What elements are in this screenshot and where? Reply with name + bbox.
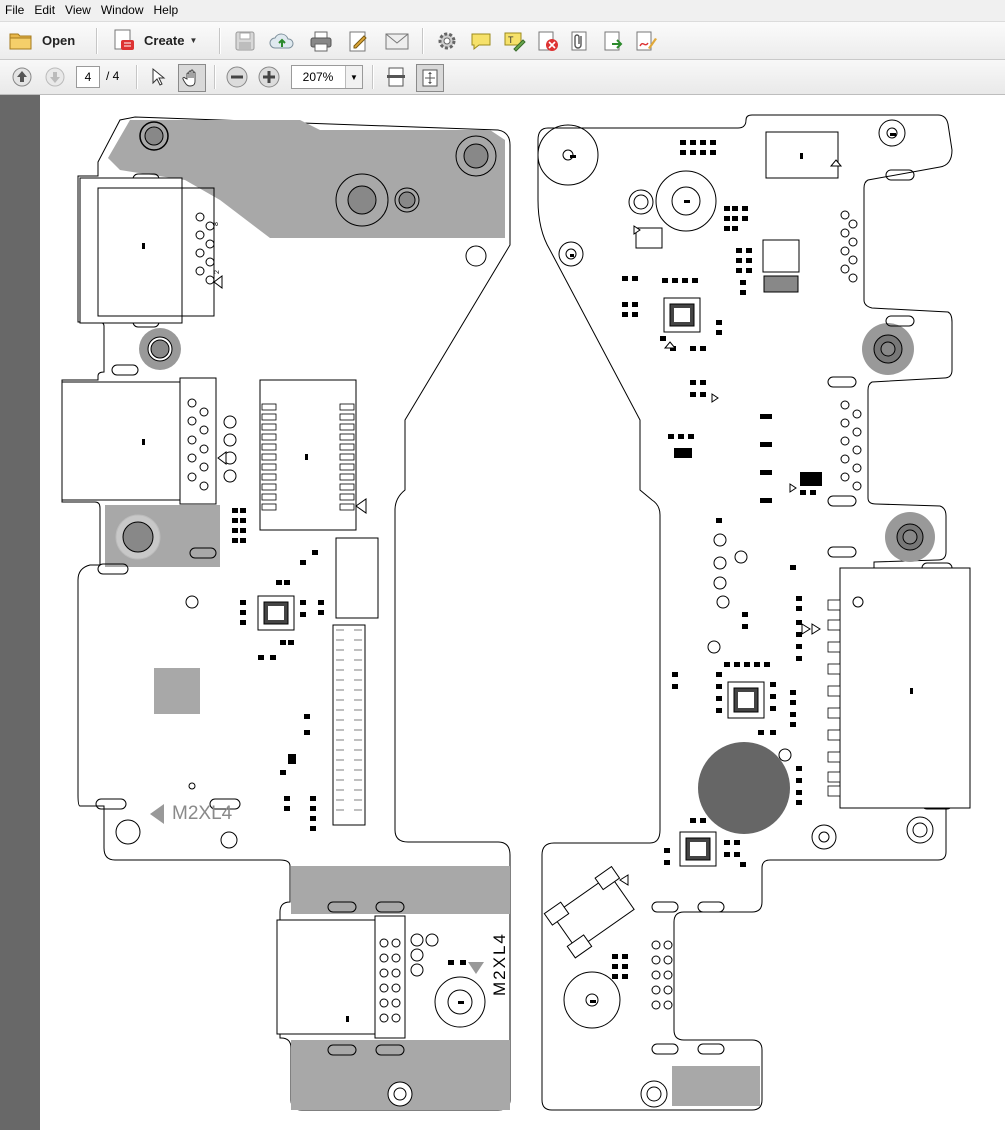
highlight-icon[interactable]: T xyxy=(502,30,526,52)
page-number-input[interactable]: 4 xyxy=(76,66,100,88)
attach-icon[interactable] xyxy=(569,30,593,52)
sign-icon[interactable] xyxy=(634,30,658,52)
menu-bar: File Edit View Window Help xyxy=(0,0,1005,22)
pcb-drawing: M2XL4 M2XL4 8 2 xyxy=(61,114,971,1111)
document-page[interactable]: M2XL4 M2XL4 8 2 xyxy=(40,95,1005,1130)
create-dropdown-icon: ▼ xyxy=(189,35,198,45)
page-total: / 4 xyxy=(106,69,120,83)
open-label: Open xyxy=(42,32,76,48)
fit-page-button[interactable] xyxy=(416,64,444,92)
zoom-value: 207% xyxy=(302,70,334,84)
main-toolbar: Open Create ▼ T xyxy=(0,22,1005,60)
smd-pads xyxy=(232,140,822,979)
board-markers xyxy=(150,804,484,974)
edit-icon[interactable] xyxy=(347,30,371,52)
open-button[interactable]: Open xyxy=(8,28,75,52)
fit-page-icon xyxy=(422,69,438,87)
folder-icon xyxy=(9,33,32,50)
navigation-toolbar xyxy=(0,60,1005,95)
print-icon[interactable] xyxy=(309,30,333,52)
comment-icon[interactable] xyxy=(469,30,493,52)
menu-file[interactable]: File xyxy=(5,3,25,17)
previous-page-icon[interactable] xyxy=(11,66,33,88)
export-icon[interactable] xyxy=(602,30,626,52)
zoom-dropdown-icon[interactable]: ▼ xyxy=(345,66,362,88)
menu-view[interactable]: View xyxy=(65,3,91,17)
fit-width-icon[interactable] xyxy=(384,65,408,89)
menu-help[interactable]: Help xyxy=(153,3,179,17)
create-pdf-icon xyxy=(114,29,134,50)
cloud-upload-icon[interactable] xyxy=(269,30,295,52)
hand-tool-button[interactable] xyxy=(178,64,206,92)
gear-icon[interactable] xyxy=(436,30,458,52)
create-button[interactable]: Create ▼ xyxy=(112,28,197,52)
navigation-pane[interactable] xyxy=(0,95,40,1130)
delete-icon[interactable] xyxy=(536,30,560,52)
zoom-out-icon[interactable] xyxy=(225,65,249,89)
board-label-bottom: M2XL4 xyxy=(490,932,509,996)
pin-label-8: 8 xyxy=(213,222,220,226)
zoom-in-icon[interactable] xyxy=(257,65,281,89)
zoom-select[interactable]: 207% ▼ xyxy=(291,65,363,89)
hand-icon xyxy=(182,69,196,87)
next-page-icon[interactable] xyxy=(44,66,66,88)
menu-window[interactable]: Window xyxy=(100,3,144,17)
save-icon[interactable] xyxy=(234,30,256,52)
menu-edit[interactable]: Edit xyxy=(34,3,56,17)
create-label: Create xyxy=(144,32,185,48)
email-icon[interactable] xyxy=(384,30,410,52)
pin-label-2: 2 xyxy=(214,270,221,274)
copper-fills xyxy=(105,120,790,1110)
svg-text:T: T xyxy=(508,35,514,45)
select-tool-icon[interactable] xyxy=(147,66,169,88)
board-label-left: M2XL4 xyxy=(172,803,233,824)
